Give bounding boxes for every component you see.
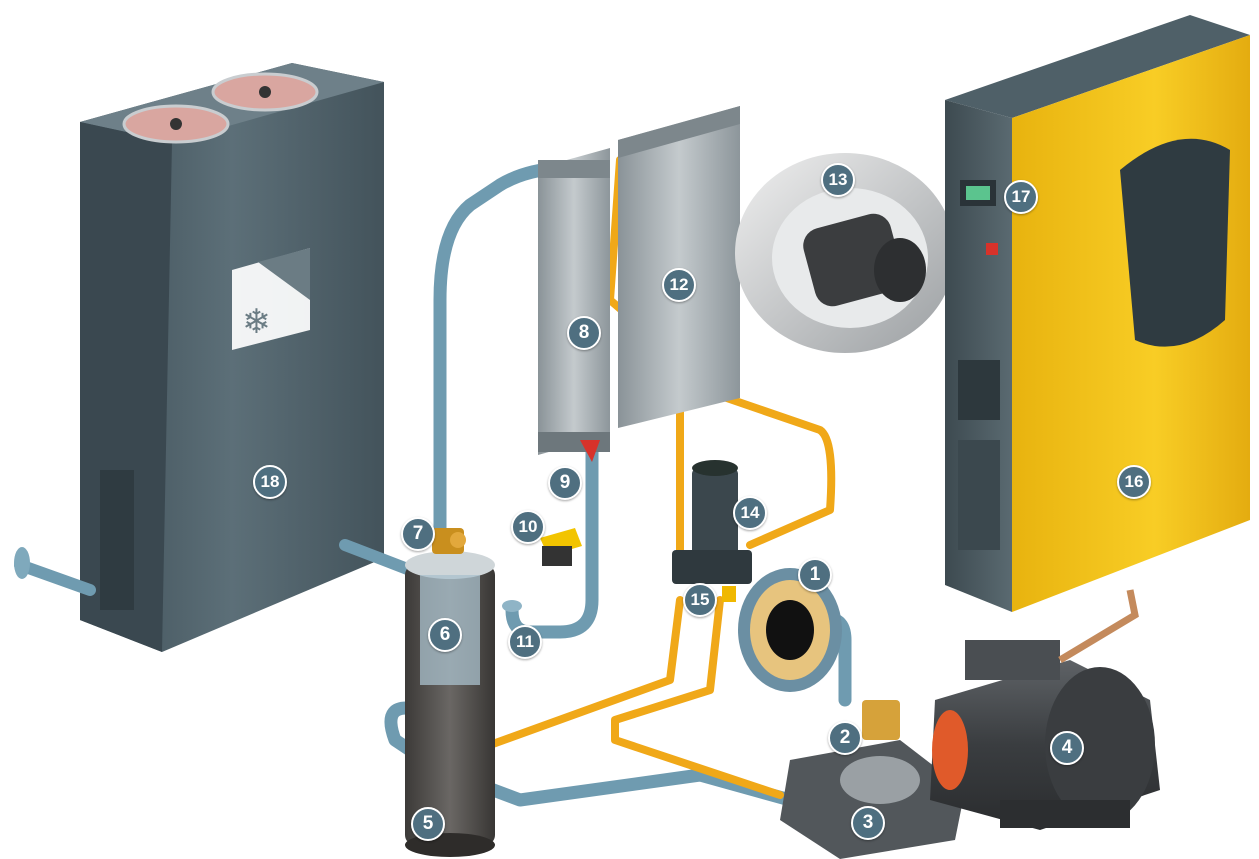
compressor-enclosure: [945, 15, 1250, 612]
dryer-vent-grille: [100, 470, 134, 610]
oil-cooler-core: [618, 106, 740, 428]
oil-cooler-header: [618, 106, 740, 158]
callout-12: 12: [662, 268, 696, 302]
motor-foot: [1000, 800, 1130, 828]
callout-4: 4: [1050, 731, 1084, 765]
oil-filter-head: [672, 550, 752, 584]
fan-motor-end: [874, 238, 926, 302]
svg-text:❄: ❄: [242, 302, 271, 342]
enclosure-cutout: [1120, 138, 1230, 347]
callout-11: 11: [508, 625, 542, 659]
screw-airend: [780, 740, 965, 859]
power-cable: [1058, 589, 1139, 664]
controller-display-icon: [966, 186, 990, 200]
callout-6: 6: [428, 618, 462, 652]
callout-18: 18: [253, 465, 287, 499]
drive-motor: [930, 640, 1160, 830]
enclosure-top: [945, 15, 1250, 118]
dryer-pipe-outlet: [339, 539, 416, 576]
enclosure-vent: [958, 360, 1000, 420]
motor-terminal-box: [965, 640, 1060, 680]
fan-hub-icon: [259, 86, 271, 98]
air-outlet-flange: [502, 600, 522, 612]
oil-filter-body: [692, 468, 738, 560]
refrigeration-dryer: ❄: [14, 63, 416, 652]
callout-17: 17: [1004, 180, 1038, 214]
motor-end-cover: [1045, 667, 1155, 823]
air-cooler: [538, 148, 610, 455]
callout-10: 10: [511, 510, 545, 544]
minimum-pressure-valve: [432, 528, 466, 554]
callout-13: 13: [821, 163, 855, 197]
pipe-flange-icon: [14, 547, 30, 579]
drain-body: [542, 546, 572, 566]
dryer-pipe-inlet: [14, 559, 96, 596]
enclosure-grille: [958, 440, 1000, 550]
callout-9: 9: [548, 466, 582, 500]
callout-5: 5: [411, 807, 445, 841]
emergency-stop-icon: [986, 243, 998, 255]
callout-8: 8: [567, 316, 601, 350]
callout-7: 7: [401, 517, 435, 551]
callout-3: 3: [851, 806, 885, 840]
oil-pipe-to-3: [611, 596, 784, 799]
air-cooler-header: [538, 160, 610, 178]
condensate-drain: [540, 528, 582, 566]
motor-coupling: [932, 710, 968, 790]
callout-14: 14: [733, 496, 767, 530]
cooling-fan: [735, 153, 955, 353]
airend-rotors: [840, 756, 920, 804]
callout-1: 1: [798, 558, 832, 592]
fan-hub-icon: [170, 118, 182, 130]
callout-15: 15: [683, 583, 717, 617]
condensate-separator-icon: [580, 440, 600, 462]
air-cooler-core: [538, 148, 610, 455]
snowflake-heat-icon: ❄: [232, 248, 310, 350]
callout-16: 16: [1117, 465, 1151, 499]
valve-7-cap: [450, 532, 466, 548]
oil-filter-cap: [692, 460, 738, 476]
air-pipe-9-to-11: [505, 433, 599, 639]
inlet-valve: [862, 700, 900, 740]
intake-filter-core: [766, 600, 814, 660]
oil-cooler: [618, 106, 740, 428]
thermostat-valve-icon: [722, 586, 736, 602]
intake-filter: [738, 568, 842, 692]
oil-pipe-return: [714, 391, 836, 549]
tank-top: [405, 551, 495, 579]
callout-2: 2: [828, 721, 862, 755]
air-pipe-7-to-8: [433, 161, 567, 547]
oil-filter: [672, 460, 752, 602]
